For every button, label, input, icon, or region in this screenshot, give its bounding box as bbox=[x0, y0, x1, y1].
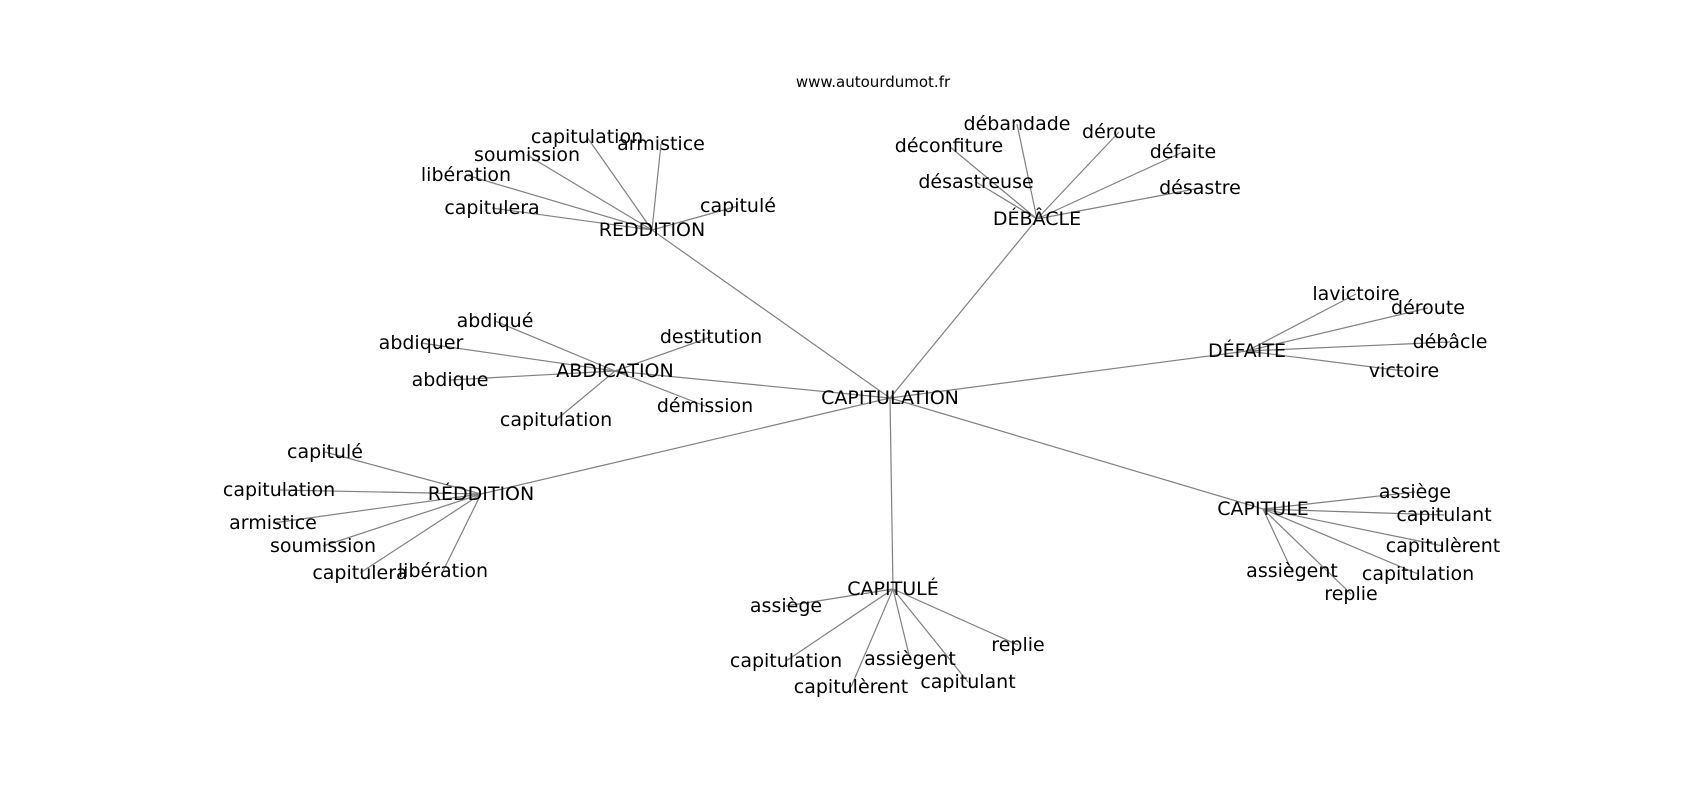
hub-node[interactable]: ABDICATION bbox=[556, 360, 673, 382]
edge-hub-to-leaf bbox=[322, 493, 482, 547]
edge-hub-to-leaf bbox=[1036, 131, 1120, 220]
leaf-node[interactable]: assiège bbox=[750, 595, 822, 617]
edge-hub-to-leaf bbox=[614, 370, 706, 407]
edge-hub-to-leaf bbox=[1262, 508, 1352, 595]
edge-center-to-hub bbox=[889, 218, 1038, 399]
hub-node[interactable]: CAPITULE bbox=[1217, 498, 1308, 520]
edge-hub-to-leaf bbox=[948, 145, 1038, 220]
edge-hub-to-leaf bbox=[785, 588, 894, 662]
leaf-node[interactable]: capitulant bbox=[920, 671, 1015, 693]
edge-center-to-hub bbox=[889, 397, 894, 590]
edge-hub-to-leaf bbox=[651, 205, 739, 231]
leaf-node[interactable]: capitulé bbox=[287, 441, 363, 463]
leaf-node[interactable]: capitulation bbox=[500, 409, 612, 431]
leaf-node[interactable]: capitulera bbox=[312, 562, 407, 584]
leaf-node[interactable]: abdique bbox=[412, 369, 489, 391]
leaf-node[interactable]: capitulant bbox=[1396, 504, 1491, 526]
leaf-node[interactable]: débâcle bbox=[1413, 331, 1488, 353]
leaf-node[interactable]: capitulation bbox=[531, 126, 643, 148]
leaf-node[interactable]: démission bbox=[657, 395, 753, 417]
leaf-node[interactable]: soumission bbox=[270, 535, 376, 557]
edge-hub-to-leaf bbox=[651, 143, 662, 231]
edge-center-to-hub bbox=[480, 397, 891, 495]
edge-hub-to-leaf bbox=[1246, 293, 1357, 352]
leaf-node[interactable]: capitulation bbox=[1362, 563, 1474, 585]
leaf-node[interactable]: capitulèrent bbox=[794, 676, 908, 698]
leaf-node[interactable]: défaite bbox=[1150, 141, 1217, 163]
leaf-node[interactable]: soumission bbox=[474, 144, 580, 166]
leaf-node[interactable]: déconfiture bbox=[895, 135, 1003, 157]
hub-node[interactable]: REDDITION bbox=[599, 219, 705, 241]
edge-hub-to-leaf bbox=[892, 588, 969, 683]
leaf-node[interactable]: lavictoire bbox=[1312, 283, 1399, 305]
leaf-node[interactable]: débandade bbox=[964, 113, 1071, 135]
edge-hub-to-leaf bbox=[494, 320, 616, 372]
edge-hub-to-leaf bbox=[975, 181, 1038, 220]
leaf-node[interactable]: assiègent bbox=[1246, 560, 1338, 582]
edge-hub-to-leaf bbox=[614, 336, 712, 372]
labels-layer: www.autourdumot.fr CAPITULATION REDDITION… bbox=[223, 73, 1500, 698]
leaf-node[interactable]: capitulèrent bbox=[1386, 535, 1500, 557]
edge-hub-to-leaf bbox=[892, 588, 1019, 646]
edge-hub-to-leaf bbox=[1262, 491, 1416, 510]
leaf-node[interactable]: capitulera bbox=[444, 197, 539, 219]
leaf-node[interactable]: replie bbox=[1324, 583, 1377, 605]
edge-hub-to-leaf bbox=[449, 370, 616, 381]
edge-hub-to-leaf bbox=[420, 342, 616, 372]
hub-node[interactable]: RÉDDITION bbox=[428, 482, 534, 505]
edge-hub-to-leaf bbox=[465, 174, 653, 231]
site-url[interactable]: www.autourdumot.fr bbox=[796, 73, 951, 91]
edge-hub-to-leaf bbox=[1016, 123, 1038, 220]
edge-hub-to-leaf bbox=[442, 493, 482, 572]
hub-node[interactable]: DÉBÂCLE bbox=[993, 207, 1081, 230]
hub-node[interactable]: DÉFAITE bbox=[1208, 339, 1286, 362]
edge-hub-to-leaf bbox=[526, 154, 653, 231]
leaf-node[interactable]: déroute bbox=[1082, 121, 1156, 143]
leaf-node[interactable]: assiège bbox=[1379, 481, 1451, 503]
edge-hub-to-leaf bbox=[1036, 187, 1201, 220]
leaf-node[interactable]: abdiquer bbox=[379, 332, 464, 354]
leaf-node[interactable]: déroute bbox=[1391, 297, 1465, 319]
edge-center-to-hub bbox=[651, 229, 891, 399]
edge-hub-to-leaf bbox=[359, 493, 482, 574]
edge-hub-to-leaf bbox=[1246, 341, 1451, 352]
leaf-node[interactable]: désastreuse bbox=[918, 171, 1033, 193]
center-node[interactable]: CAPITULATION bbox=[821, 387, 959, 409]
edge-hub-to-leaf bbox=[785, 588, 894, 607]
leaf-node[interactable]: libération bbox=[398, 560, 488, 582]
edge-hub-to-leaf bbox=[1262, 508, 1444, 547]
leaf-node[interactable]: capitulation bbox=[223, 479, 335, 501]
leaf-node[interactable]: replie bbox=[991, 634, 1044, 656]
edge-hub-to-leaf bbox=[278, 489, 482, 495]
edge-hub-to-leaf bbox=[1262, 508, 1419, 575]
edge-hub-to-leaf bbox=[324, 451, 482, 495]
edge-hub-to-leaf bbox=[555, 370, 616, 421]
leaf-node[interactable]: assiègent bbox=[864, 648, 956, 670]
leaf-node[interactable]: victoire bbox=[1369, 360, 1439, 382]
edge-center-to-hub bbox=[889, 350, 1248, 399]
edge-hub-to-leaf bbox=[1036, 151, 1184, 220]
leaf-node[interactable]: armistice bbox=[229, 512, 317, 534]
edge-hub-to-leaf bbox=[491, 207, 653, 231]
edge-center-to-hub bbox=[889, 397, 1264, 510]
edge-hub-to-leaf bbox=[850, 588, 894, 688]
leaf-node[interactable]: libération bbox=[421, 164, 511, 186]
leaf-node[interactable]: capitulation bbox=[730, 650, 842, 672]
edges-layer bbox=[272, 123, 1451, 688]
edge-hub-to-leaf bbox=[892, 588, 911, 660]
leaf-node[interactable]: capitulé bbox=[700, 195, 776, 217]
leaf-node[interactable]: destitution bbox=[660, 326, 762, 348]
hub-node[interactable]: CAPITULÉ bbox=[847, 577, 938, 600]
edge-hub-to-leaf bbox=[1246, 350, 1405, 372]
leaf-node[interactable]: désastre bbox=[1159, 177, 1241, 199]
leaf-node[interactable]: armistice bbox=[617, 133, 705, 155]
edge-hub-to-leaf bbox=[1262, 508, 1445, 516]
edge-hub-to-leaf bbox=[272, 493, 482, 524]
leaf-node[interactable]: abdiqué bbox=[457, 310, 534, 332]
edge-hub-to-leaf bbox=[1246, 307, 1429, 352]
edge-center-to-hub bbox=[614, 370, 891, 399]
edge-hub-to-leaf bbox=[1262, 508, 1293, 572]
edge-hub-to-leaf bbox=[586, 136, 653, 231]
